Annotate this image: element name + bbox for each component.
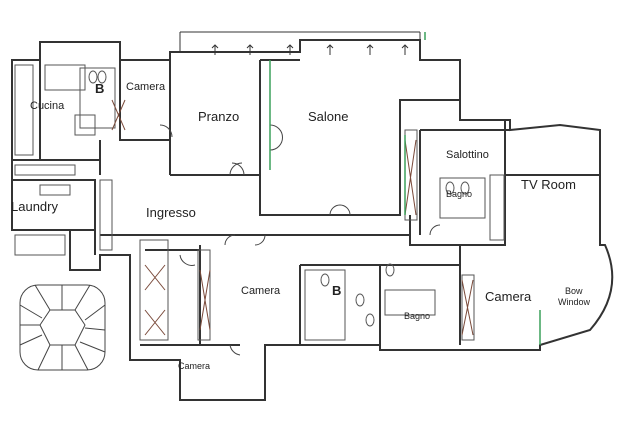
room-label-ingresso: Ingresso bbox=[146, 205, 196, 220]
room-label-camera-center: Camera bbox=[241, 285, 281, 297]
wall-corridor bbox=[100, 120, 506, 246]
room-label-salottino: Salottino bbox=[446, 149, 489, 161]
hatch-4 bbox=[199, 269, 211, 331]
hatch-2 bbox=[144, 264, 166, 291]
door-arc-7 bbox=[254, 234, 266, 246]
fixture-bath bbox=[79, 67, 116, 129]
door-arc-3 bbox=[329, 204, 341, 216]
fixture-laundry bbox=[39, 184, 71, 196]
arrow-4 bbox=[326, 44, 334, 55]
room-label-laundry: Laundry bbox=[11, 199, 58, 214]
wall-kitchen bbox=[12, 60, 171, 175]
room-label-tv-room: TV Room bbox=[521, 177, 576, 192]
wall-camera-bottom bbox=[140, 249, 240, 346]
wall-laundry bbox=[12, 179, 96, 255]
room-label-camera-bottom: Camera bbox=[178, 361, 211, 371]
bathroom-marker-center: B bbox=[332, 283, 342, 298]
door-arc-1 bbox=[229, 162, 243, 176]
door-arc-2 bbox=[231, 162, 245, 176]
wall-pranzo bbox=[170, 59, 460, 216]
door-arc-4 bbox=[339, 204, 351, 216]
room-label-pranzo: Pranzo bbox=[198, 109, 240, 124]
fixture-bath-salottino bbox=[439, 177, 486, 219]
toilet-7 bbox=[385, 263, 395, 277]
room-label-bow: Bow bbox=[565, 286, 583, 296]
toilet-3 bbox=[445, 181, 455, 195]
fixture-counter bbox=[44, 64, 86, 91]
toilet-5 bbox=[320, 273, 330, 287]
door-arc-9 bbox=[269, 124, 283, 151]
room-label-salone: Salone bbox=[308, 109, 349, 124]
fixture-wardrobe-2 bbox=[139, 239, 169, 341]
door-arc-10 bbox=[179, 254, 196, 266]
fixture-bath-right bbox=[384, 289, 436, 316]
door-arc-6 bbox=[224, 234, 236, 246]
fixture-wardrobe-6 bbox=[489, 174, 505, 241]
room-label-camera-top: Camera bbox=[126, 81, 166, 93]
arrow-1 bbox=[211, 44, 219, 55]
fixture-cabinet-1 bbox=[14, 64, 34, 156]
hatch-1 bbox=[111, 99, 126, 131]
arrow-2 bbox=[246, 44, 254, 55]
door-arc-5 bbox=[159, 124, 173, 138]
window-top bbox=[179, 31, 421, 52]
toilet-4 bbox=[460, 181, 470, 195]
room-label-bagno-right: Bagno bbox=[446, 189, 473, 199]
fixture-sink bbox=[74, 114, 96, 136]
toilet-1 bbox=[88, 70, 98, 84]
door-arc-8 bbox=[429, 224, 441, 236]
room-label-cucina: Cucina bbox=[30, 100, 65, 112]
fixture-bath-center bbox=[304, 269, 346, 341]
door-arc-11 bbox=[229, 344, 241, 356]
fixture-shelf bbox=[14, 164, 76, 176]
hatch-3 bbox=[144, 309, 166, 336]
room-label-bagno-center: Bagno bbox=[404, 311, 431, 321]
wall-lower bbox=[199, 245, 461, 346]
fixture-closet bbox=[14, 234, 66, 256]
outer-wall bbox=[11, 39, 614, 401]
toilet-8 bbox=[365, 313, 375, 327]
arrow-5 bbox=[366, 44, 374, 55]
bathroom-marker-top: B bbox=[95, 81, 105, 96]
hatch-5 bbox=[404, 139, 417, 216]
arrow-6 bbox=[401, 44, 409, 55]
room-label-camera-right: Camera bbox=[485, 289, 532, 304]
toilet-2 bbox=[97, 70, 107, 84]
hatch-6 bbox=[461, 279, 474, 336]
fixture-wardrobe-3 bbox=[197, 249, 211, 341]
arrow-3 bbox=[286, 44, 294, 55]
wall-salottino bbox=[419, 129, 600, 235]
stair-core bbox=[39, 309, 86, 346]
fixture-wardrobe-1 bbox=[99, 179, 113, 251]
room-label-window: Window bbox=[558, 297, 591, 307]
fixture-wardrobe-5 bbox=[461, 274, 475, 341]
toilet-6 bbox=[355, 293, 365, 307]
stair-treads bbox=[19, 284, 106, 371]
